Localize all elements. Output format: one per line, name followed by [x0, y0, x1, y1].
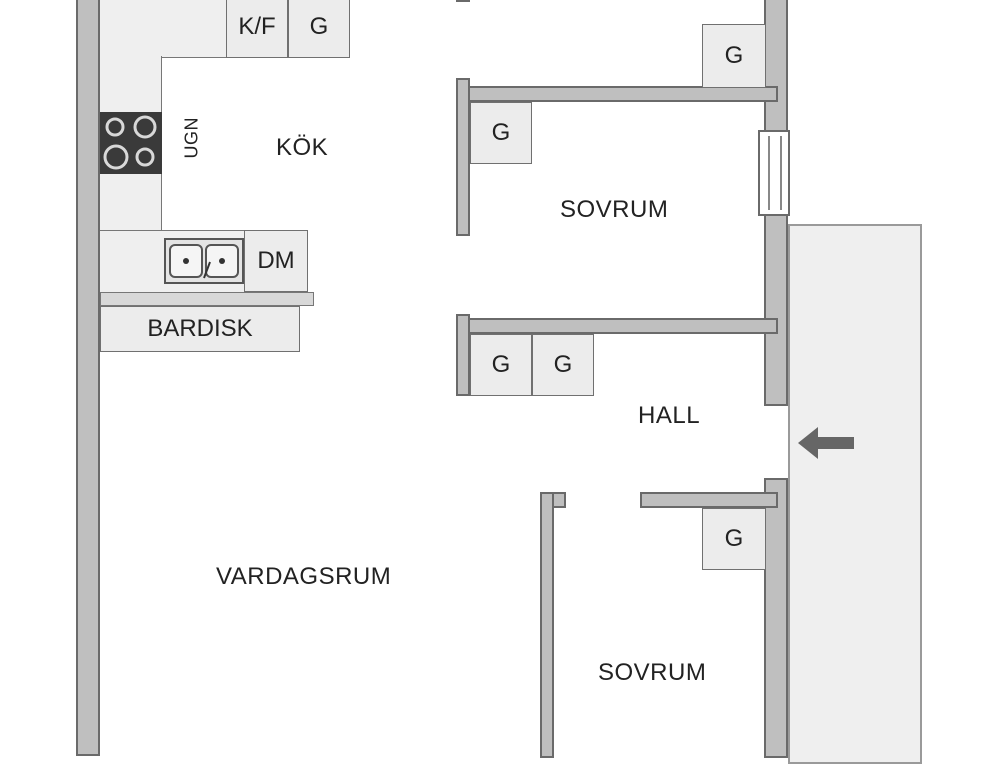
closet-label: G	[724, 525, 744, 552]
dishwasher: DM	[244, 230, 308, 292]
wall-top-stub	[456, 0, 470, 2]
oven-label: UGN	[181, 117, 202, 159]
closet-hall-1: G	[470, 334, 532, 396]
counter-ledge	[100, 292, 314, 306]
stove-icon	[100, 112, 162, 174]
closet-bedroom2: G	[702, 508, 766, 570]
room-label-kitchen: KÖK	[276, 134, 329, 161]
wall-bedroom1-north	[456, 86, 778, 102]
wall-bedroom2-north	[640, 492, 778, 508]
wall-west-outer	[76, 0, 100, 756]
room-label-living-room: VARDAGSRUM	[216, 563, 392, 590]
wall-bedroom1-south	[456, 318, 778, 334]
closet-label: G	[491, 351, 511, 378]
dishwasher-label: DM	[257, 247, 295, 274]
closet-label: G	[309, 13, 329, 40]
closet-top-right: G	[702, 24, 766, 88]
stairwell	[788, 224, 922, 764]
wall-east-mid	[764, 212, 788, 406]
room-label-bedroom-2: SOVRUM	[598, 659, 707, 686]
room-label-hall: HALL	[638, 402, 701, 429]
closet-label: G	[724, 42, 744, 69]
closet-bedroom1: G	[470, 102, 532, 164]
entry-arrow-icon	[796, 424, 858, 462]
fridge-freezer: K/F	[226, 0, 288, 58]
wall-east-top	[764, 0, 788, 134]
bar-counter-label: BARDISK	[147, 315, 253, 342]
window-icon	[758, 130, 790, 216]
wall-east-lower	[764, 478, 788, 758]
closet-kitchen: G	[288, 0, 350, 58]
closet-hall-2: G	[532, 334, 594, 396]
closet-label: G	[491, 119, 511, 146]
fridge-freezer-label: K/F	[238, 13, 276, 40]
bar-counter: BARDISK	[100, 306, 300, 352]
wall-bedroom2-west	[540, 492, 554, 758]
sink-icon	[164, 238, 244, 284]
kitchen-counter-top	[100, 0, 228, 58]
wall-bedroom1-west	[456, 78, 470, 236]
closet-label: G	[553, 351, 573, 378]
room-label-bedroom-1: SOVRUM	[560, 196, 669, 223]
wall-hall-west	[456, 314, 470, 396]
